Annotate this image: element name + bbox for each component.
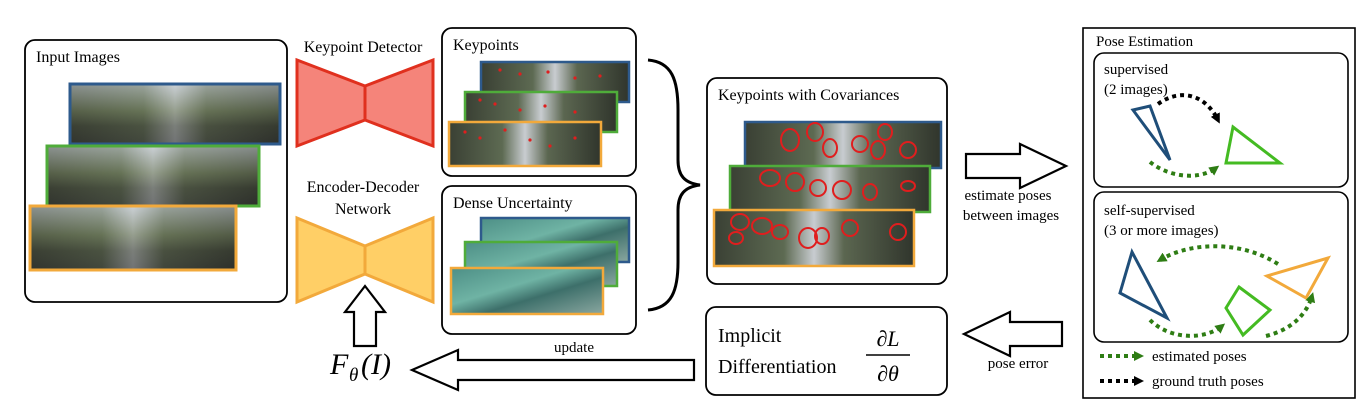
encoder-decoder-shape (295, 215, 435, 305)
model-f: F (329, 348, 349, 381)
input-image-blue (68, 82, 282, 146)
self-estimated-arrow-top (1156, 244, 1280, 266)
keypoint-detector-label: Keypoint Detector (304, 39, 423, 56)
implicit-differentiation-box: Implicit Differentiation ∂L ∂θ (705, 306, 948, 396)
pose-error-arrow (961, 310, 1064, 358)
encoder-decoder-label-1: Encoder-Decoder (307, 179, 420, 196)
encoder-decoder-label-2: Network (335, 201, 391, 218)
keypoints-panel: Keypoints (441, 27, 637, 177)
legend-estimated-label: estimated poses (1152, 349, 1247, 365)
update-arrow (409, 348, 696, 392)
supervised-label-1: supervised (1104, 62, 1169, 78)
update-label: update (554, 340, 594, 356)
input-images-panel: Input Images (24, 39, 288, 303)
input-image-orange (28, 204, 238, 272)
derivative-denominator: ∂θ (877, 361, 899, 386)
dense-uncertainty-panel: Dense Uncertainty (441, 185, 637, 335)
supervised-box: supervised (2 images) (1093, 52, 1349, 188)
covariance-ellipses (728, 122, 917, 249)
input-images-title: Input Images (36, 49, 120, 66)
supervised-triangle-blue (1130, 104, 1172, 161)
dense-uncertainty-title: Dense Uncertainty (453, 195, 573, 212)
up-hollow-arrow (342, 284, 388, 348)
keypoints-covariances-panel: Keypoints with Covariances (706, 77, 948, 285)
keypoint-detector-shape (295, 57, 435, 149)
self-triangle-green (1224, 284, 1273, 338)
input-image-green (45, 144, 261, 208)
self-triangle-orange (1263, 255, 1332, 301)
keypoint-dots (463, 68, 602, 148)
implicit-label-1: Implicit (718, 325, 782, 347)
model-theta: θ (349, 365, 358, 386)
implicit-label-2: Differentiation (718, 356, 836, 378)
estimated-pose-arrow (1148, 160, 1220, 178)
model-arg: (I) (361, 348, 391, 381)
self-supervised-label-2: (3 or more images) (1104, 223, 1219, 239)
self-estimated-arrow-bottom-left (1148, 318, 1226, 338)
self-supervised-label-1: self-supervised (1104, 203, 1195, 219)
merge-brace (647, 58, 701, 312)
supervised-label-2: (2 images) (1104, 82, 1168, 98)
keypoints-title: Keypoints (453, 37, 519, 54)
self-supervised-box: self-supervised (3 or more images) (1093, 191, 1349, 343)
supervised-triangle-green (1224, 124, 1285, 165)
estimate-poses-label-2: between images (963, 208, 1059, 224)
keypoints-covariances-title: Keypoints with Covariances (718, 87, 899, 104)
gt-pose-arrow (1156, 93, 1220, 124)
pose-estimation-title: Pose Estimation (1096, 34, 1194, 50)
legend: estimated poses ground truth poses (1100, 349, 1264, 390)
self-estimated-arrow-bottom-right (1265, 292, 1316, 338)
model-function: F θ (I) (329, 348, 391, 386)
estimate-poses-arrow (964, 142, 1069, 190)
legend-gt-label: ground truth poses (1152, 374, 1264, 390)
derivative-numerator: ∂L (876, 326, 899, 351)
self-triangle-blue (1118, 248, 1171, 322)
pose-error-label: pose error (988, 356, 1048, 372)
pose-estimation-panel: Pose Estimation supervised (2 images) se… (1082, 27, 1356, 399)
estimate-poses-label-1: estimate poses (964, 188, 1051, 204)
